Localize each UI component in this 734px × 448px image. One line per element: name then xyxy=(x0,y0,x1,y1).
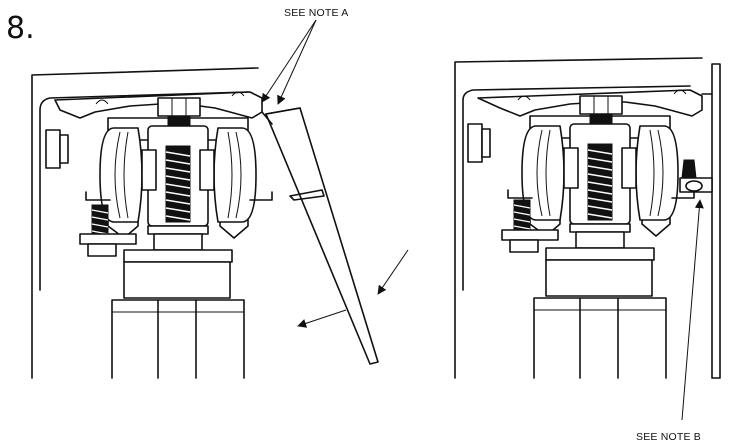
left-washer xyxy=(123,249,233,263)
note-b-arrow xyxy=(681,199,704,421)
note-a-label: SEE NOTE A xyxy=(284,7,348,19)
left-wheel-right xyxy=(213,127,257,223)
left-spring xyxy=(165,145,191,223)
left-wall-bolt xyxy=(45,129,61,169)
step-number: 8. xyxy=(6,11,35,46)
right-washer xyxy=(545,247,655,261)
right-wheel-right xyxy=(635,125,679,221)
left-adjust-nut xyxy=(79,233,137,245)
left-assembly-figure: SEE NOTE A xyxy=(31,7,409,379)
note-a-arrow-2 xyxy=(277,19,317,105)
facia-screw xyxy=(679,159,713,193)
right-rail-profile xyxy=(477,89,703,117)
right-door-top xyxy=(545,259,653,297)
right-facia-cover xyxy=(711,63,721,379)
right-rail-bolt xyxy=(579,95,623,115)
left-door-panel xyxy=(111,299,245,379)
left-housing-outline xyxy=(31,67,259,379)
note-a-arrow-1 xyxy=(261,19,317,103)
push-arrow xyxy=(297,309,347,328)
right-housing-outline xyxy=(454,57,703,379)
left-facia-cover xyxy=(265,107,379,365)
right-adjust-nut xyxy=(501,229,559,241)
right-spring xyxy=(587,143,613,221)
left-housing-inner xyxy=(39,91,249,291)
left-door-top xyxy=(123,261,231,299)
note-b-label: SEE NOTE B xyxy=(636,431,701,443)
right-door-panel xyxy=(533,297,667,379)
left-rail-bolt xyxy=(157,97,201,117)
right-assembly-figure: SEE NOTE B xyxy=(454,57,721,443)
tilt-arrow xyxy=(377,249,409,295)
